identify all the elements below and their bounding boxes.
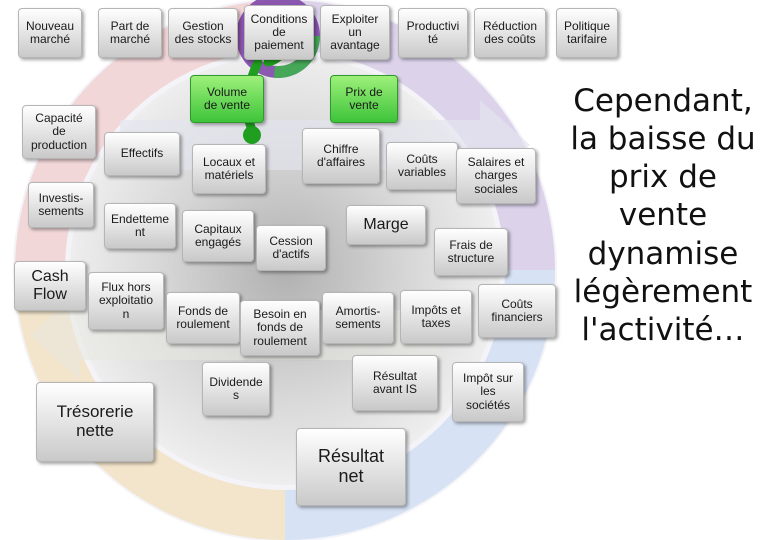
- node-fonds-roulement: Fonds de roulement: [166, 292, 240, 344]
- node-prix-vente: Prix de vente: [330, 75, 398, 123]
- node-exploiter-avantage: Exploiter un avantage: [320, 5, 390, 60]
- node-dividendes: Dividende s: [202, 362, 270, 416]
- node-tresorerie-nette: Trésorerie nette: [36, 382, 154, 462]
- node-conditions-paiement: Conditions de paiement: [244, 5, 314, 60]
- node-salaires-charges: Salaires et charges sociales: [456, 148, 536, 204]
- node-chiffre-affaires: Chiffre d'affaires: [302, 128, 380, 184]
- node-part-de-marche: Part de marché: [98, 8, 162, 58]
- node-volume-vente: Volume de vente: [190, 75, 264, 123]
- side-commentary: Cependant, la baisse du prix de vente dy…: [570, 83, 756, 348]
- node-reduction-couts: Réduction des coûts: [474, 8, 546, 58]
- node-cash-flow: Cash Flow: [14, 261, 86, 311]
- node-couts-financiers: Coûts financiers: [478, 284, 556, 338]
- node-resultat-net: Résultat net: [296, 428, 406, 506]
- node-flux-hors-exploitation: Flux hors exploitatio n: [88, 272, 164, 330]
- node-amortissements: Amortis- sements: [322, 292, 394, 344]
- node-productivite: Productivi té: [398, 8, 468, 58]
- node-capacite-production: Capacité de production: [22, 105, 96, 159]
- node-cession-actifs: Cession d'actifs: [256, 225, 326, 271]
- node-frais-structure: Frais de structure: [434, 228, 508, 276]
- node-couts-variables: Coûts variables: [386, 142, 458, 190]
- node-nouveau-marche: Nouveau marché: [18, 8, 82, 58]
- node-politique-tarifaire: Politique tarifaire: [556, 8, 618, 58]
- node-investissements: Investis- sements: [28, 182, 94, 228]
- node-besoin-fonds-roulement: Besoin en fonds de roulement: [240, 300, 320, 356]
- node-resultat-avant-is: Résultat avant IS: [352, 355, 438, 411]
- node-locaux-materiels: Locaux et matériels: [192, 144, 266, 194]
- node-gestion-stocks: Gestion des stocks: [168, 8, 238, 58]
- node-impot-societes: Impôt sur les sociétés: [452, 362, 524, 422]
- node-marge: Marge: [346, 205, 426, 245]
- node-effectifs: Effectifs: [104, 132, 180, 176]
- node-capitaux-engages: Capitaux engagés: [182, 210, 254, 262]
- node-endettement: Endetteme nt: [104, 203, 176, 249]
- node-impots-taxes: Impôts et taxes: [400, 290, 472, 344]
